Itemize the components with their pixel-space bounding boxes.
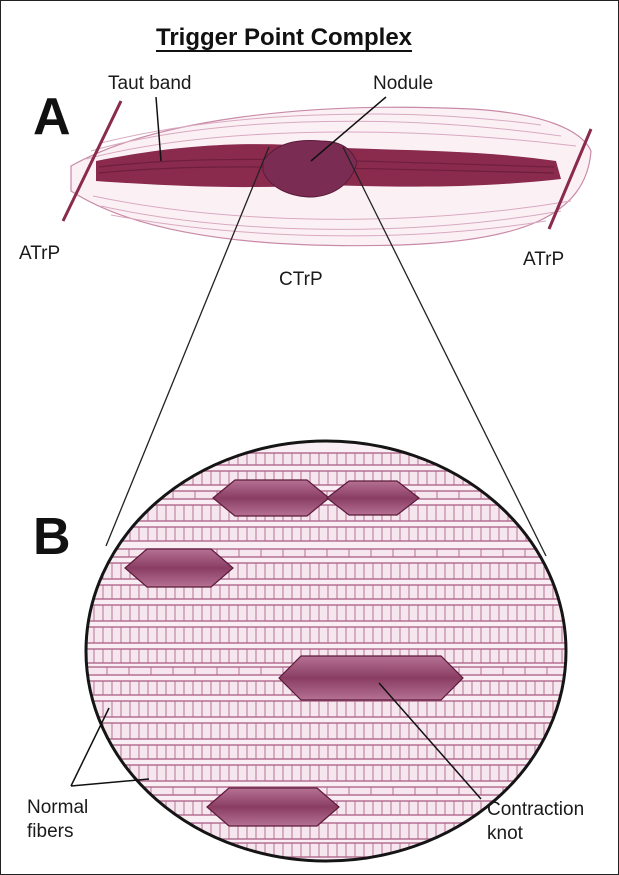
normal-fibers-label-line1: Normal xyxy=(27,797,88,819)
normal-fibers-label-line2: fibers xyxy=(27,821,73,843)
panel-a-label: A xyxy=(33,87,71,147)
fiber-row xyxy=(81,527,571,541)
fiber-row xyxy=(81,505,571,521)
contraction-knot-label-line2: knot xyxy=(487,823,523,845)
panel-b-label: B xyxy=(33,507,71,567)
contraction-knot xyxy=(125,549,233,587)
nodule-label: Nodule xyxy=(373,73,433,95)
normal-fibers-leader-1 xyxy=(71,708,109,786)
fiber-row xyxy=(81,471,571,485)
contraction-knot xyxy=(207,788,339,826)
contraction-knot-label-line1: Contraction xyxy=(487,799,584,821)
fiber-row xyxy=(81,605,571,621)
fiber-row xyxy=(81,787,571,795)
fiber-row xyxy=(81,701,571,717)
fiber-row xyxy=(81,627,571,643)
atrp-left-label: ATrP xyxy=(19,243,60,265)
fiber-row xyxy=(81,745,571,759)
contraction-knot xyxy=(213,480,329,516)
ctrp-label: CTrP xyxy=(279,269,323,291)
fiber-row xyxy=(81,723,571,739)
contraction-knot xyxy=(279,656,463,700)
fiber-row xyxy=(81,843,571,857)
atrp-right-label: ATrP xyxy=(523,249,564,271)
taut-band-label: Taut band xyxy=(108,73,191,95)
fiber-row xyxy=(81,765,571,781)
figure-title: Trigger Point Complex xyxy=(156,24,412,52)
